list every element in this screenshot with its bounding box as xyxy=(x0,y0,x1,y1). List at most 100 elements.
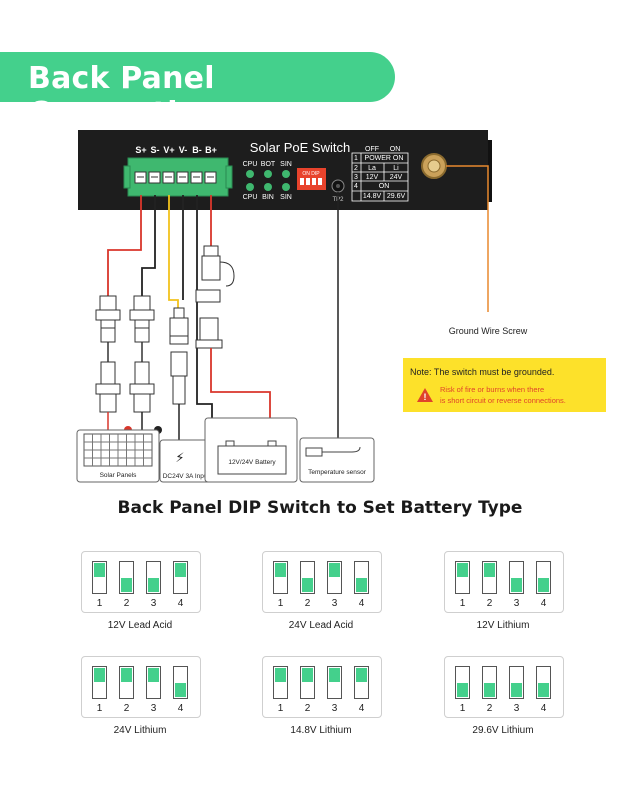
dip-number-2: 2 xyxy=(123,703,130,714)
battery-label: 12V/24V Battery xyxy=(228,459,276,466)
device-edge xyxy=(488,140,492,202)
title-banner: Back Panel Connection xyxy=(0,52,395,131)
terminal-label-v-minus: V- xyxy=(179,145,188,155)
dip-config-24v-lithium: 1 2 3 4 xyxy=(81,656,201,718)
table-row-1-num: 1 xyxy=(354,155,358,162)
terminal-label-b-minus: B- xyxy=(192,145,202,155)
led-label-sin-top: SIN xyxy=(280,161,292,168)
device-title: Solar PoE Switch xyxy=(250,140,350,155)
table-row-3-num: 3 xyxy=(354,174,358,181)
dip-switch-2 xyxy=(119,666,134,699)
solar-panels-label: Solar Panels xyxy=(100,472,138,479)
dc-input-label: DC24V 3A Input xyxy=(163,473,210,480)
dip-switch-3 xyxy=(509,561,524,594)
note-box xyxy=(403,358,606,412)
dip-number-2: 2 xyxy=(304,598,311,609)
ground-wire xyxy=(446,165,489,312)
dip-switch-1 xyxy=(92,561,107,594)
dip-switch-2 xyxy=(482,561,497,594)
table-row-3-off: 12V xyxy=(366,174,379,181)
dip-switch-2 xyxy=(119,561,134,594)
dip-number-1: 1 xyxy=(96,598,103,609)
table-row-2-on: Li xyxy=(393,165,399,172)
dip-number-4: 4 xyxy=(358,598,365,609)
ground-wire-screw-label: Ground Wire Screw xyxy=(449,326,528,336)
dip-number-2: 2 xyxy=(304,703,311,714)
dip-number-3: 3 xyxy=(513,598,520,609)
dip-number-1: 1 xyxy=(96,703,103,714)
dip-number-3: 3 xyxy=(331,598,338,609)
dip-config-29-6v-lithium: 1 2 3 4 xyxy=(444,656,564,718)
wiring-diagram: Solar PoE Switch S+ S- V+ V- B- B+ CPU B… xyxy=(76,130,606,483)
led-label-sin-bottom: SIN xyxy=(280,194,292,201)
table-row-5-off: 14.8V xyxy=(363,193,382,200)
battery-positive-lead xyxy=(210,348,271,440)
lightning-icon: ⚡ xyxy=(175,450,184,465)
table-row-3-on: 24V xyxy=(390,174,403,181)
dip-number-4: 4 xyxy=(540,703,547,714)
dip-switch-1 xyxy=(92,666,107,699)
dip-switch-4 xyxy=(354,561,369,594)
terminal-label-group: S+ S- V+ V- B- B+ xyxy=(135,145,217,155)
table-row-4-cell: ON xyxy=(379,183,390,190)
terminal-label-b-plus: B+ xyxy=(205,145,217,155)
table-row-1-cell: POWER ON xyxy=(365,155,404,162)
dip-switch-3 xyxy=(327,561,342,594)
terminal-label-s-minus: S- xyxy=(151,145,160,155)
mc4-connectors xyxy=(95,295,155,413)
warning-line-1: Risk of fire or burns when there xyxy=(440,385,544,394)
dip-number-1: 1 xyxy=(277,598,284,609)
dip-config-label: 14.8V Lithium xyxy=(290,725,352,736)
dip-switch-3 xyxy=(509,666,524,699)
table-row-5-on: 29.6V xyxy=(387,193,406,200)
table-row-2-off: La xyxy=(368,165,376,172)
dip-config-24v-lead-acid: 1 2 3 4 xyxy=(262,551,382,613)
terminal-block-tab-right xyxy=(225,165,233,189)
dip-number-4: 4 xyxy=(177,598,184,609)
dip-switch-1 xyxy=(455,561,470,594)
led-label-bot: BOT xyxy=(261,161,276,168)
dip-switch-1 xyxy=(455,666,470,699)
terminal-label-v-plus: V+ xyxy=(163,145,174,155)
terminal-block-tab-left xyxy=(123,165,131,189)
dc-positive-wire xyxy=(168,195,179,320)
svg-text:!: ! xyxy=(424,392,427,402)
table-head-off: OFF xyxy=(365,146,379,153)
dip-number-1: 1 xyxy=(459,703,466,714)
dip-switch-3 xyxy=(146,666,161,699)
dip-switch-4 xyxy=(354,666,369,699)
dip-switch-2 xyxy=(300,666,315,699)
dip-number-2: 2 xyxy=(123,598,130,609)
dip-config-12v-lithium: 1 2 3 4 xyxy=(444,551,564,613)
dip-number-4: 4 xyxy=(358,703,365,714)
led-label-group: CPU BOT SIN CPU BIN SIN xyxy=(243,161,292,201)
table-row-2-num: 2 xyxy=(354,165,358,172)
dip-switch-3 xyxy=(327,666,342,699)
device-table: OFF ON 1 POWER ON 2 La Li 3 12V 24V 4 ON… xyxy=(351,146,409,202)
temperature-sensor-icon xyxy=(305,446,361,457)
dip-switch-2 xyxy=(300,561,315,594)
dip-config-label: 29.6V Lithium xyxy=(472,725,534,736)
led-label-cpu-bottom: CPU xyxy=(243,194,258,201)
dip-number-3: 3 xyxy=(150,598,157,609)
dip-section-title: Back Panel DIP Switch to Set Battery Typ… xyxy=(117,498,523,518)
led-label-bin: BIN xyxy=(262,194,274,201)
warning-icon: ! xyxy=(417,388,433,402)
device-dip-label: ON DIP xyxy=(302,171,320,177)
dip-config-label: 24V Lithium xyxy=(113,725,167,736)
dip-config-label: 24V Lead Acid xyxy=(288,620,354,631)
terminal-label-s-plus: S+ xyxy=(135,145,146,155)
led-label-cpu-top: CPU xyxy=(243,161,258,168)
dip-switch-1 xyxy=(273,666,288,699)
page-title: Back Panel Connection xyxy=(28,61,221,131)
dip-config-14-8v-lithium: 1 2 3 4 xyxy=(262,656,382,718)
dip-config-label: 12V Lithium xyxy=(476,620,530,631)
dip-switch-4 xyxy=(173,666,188,699)
dc-barrel-connector xyxy=(169,307,189,405)
dip-switch-3 xyxy=(146,561,161,594)
temperature-sensor-label: Temperature sensor xyxy=(308,469,367,476)
table-row-4-num: 4 xyxy=(354,183,358,190)
dip-switch-2 xyxy=(482,666,497,699)
fuse-holder-icon xyxy=(195,245,235,349)
dip-number-1: 1 xyxy=(459,598,466,609)
